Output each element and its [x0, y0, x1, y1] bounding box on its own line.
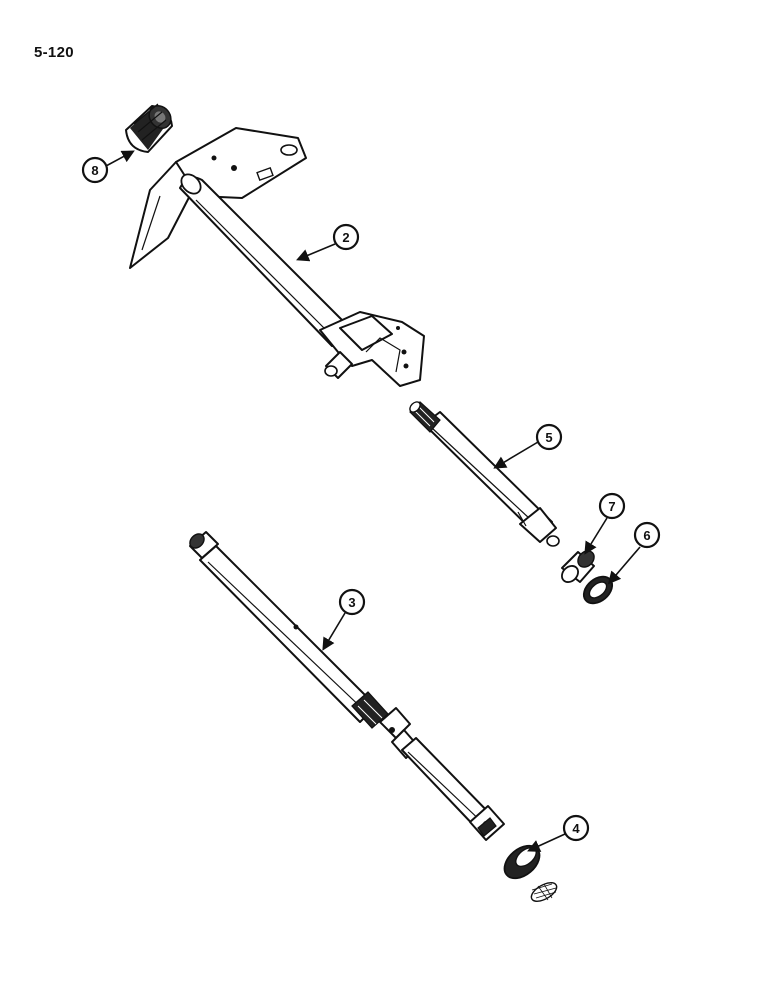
- part-3-lower-shaft: [189, 531, 505, 841]
- callout-6-label: 6: [643, 528, 650, 543]
- part-5-upper-shaft: [409, 401, 560, 547]
- callout-8-label: 8: [91, 163, 98, 178]
- callout-4-label: 4: [572, 821, 580, 836]
- leader-lines: [105, 150, 641, 852]
- callout-4: 4: [562, 814, 590, 842]
- callout-3-label: 3: [348, 595, 355, 610]
- callout-5: 5: [535, 423, 563, 451]
- callout-6: 6: [633, 521, 661, 549]
- callout-2: 2: [332, 223, 360, 251]
- part-2-column-housing: [129, 127, 425, 387]
- callout-8: 8: [81, 156, 109, 184]
- callout-2-label: 2: [342, 230, 349, 245]
- part-4-bearing: [503, 844, 558, 902]
- part-7-bushing: [561, 550, 595, 583]
- callout-5-label: 5: [545, 430, 552, 445]
- callout-3: 3: [338, 588, 366, 616]
- page-number: 5-120: [34, 44, 74, 61]
- callout-7: 7: [598, 492, 626, 520]
- part-8-bushing: [125, 103, 173, 153]
- callout-7-label: 7: [608, 499, 615, 514]
